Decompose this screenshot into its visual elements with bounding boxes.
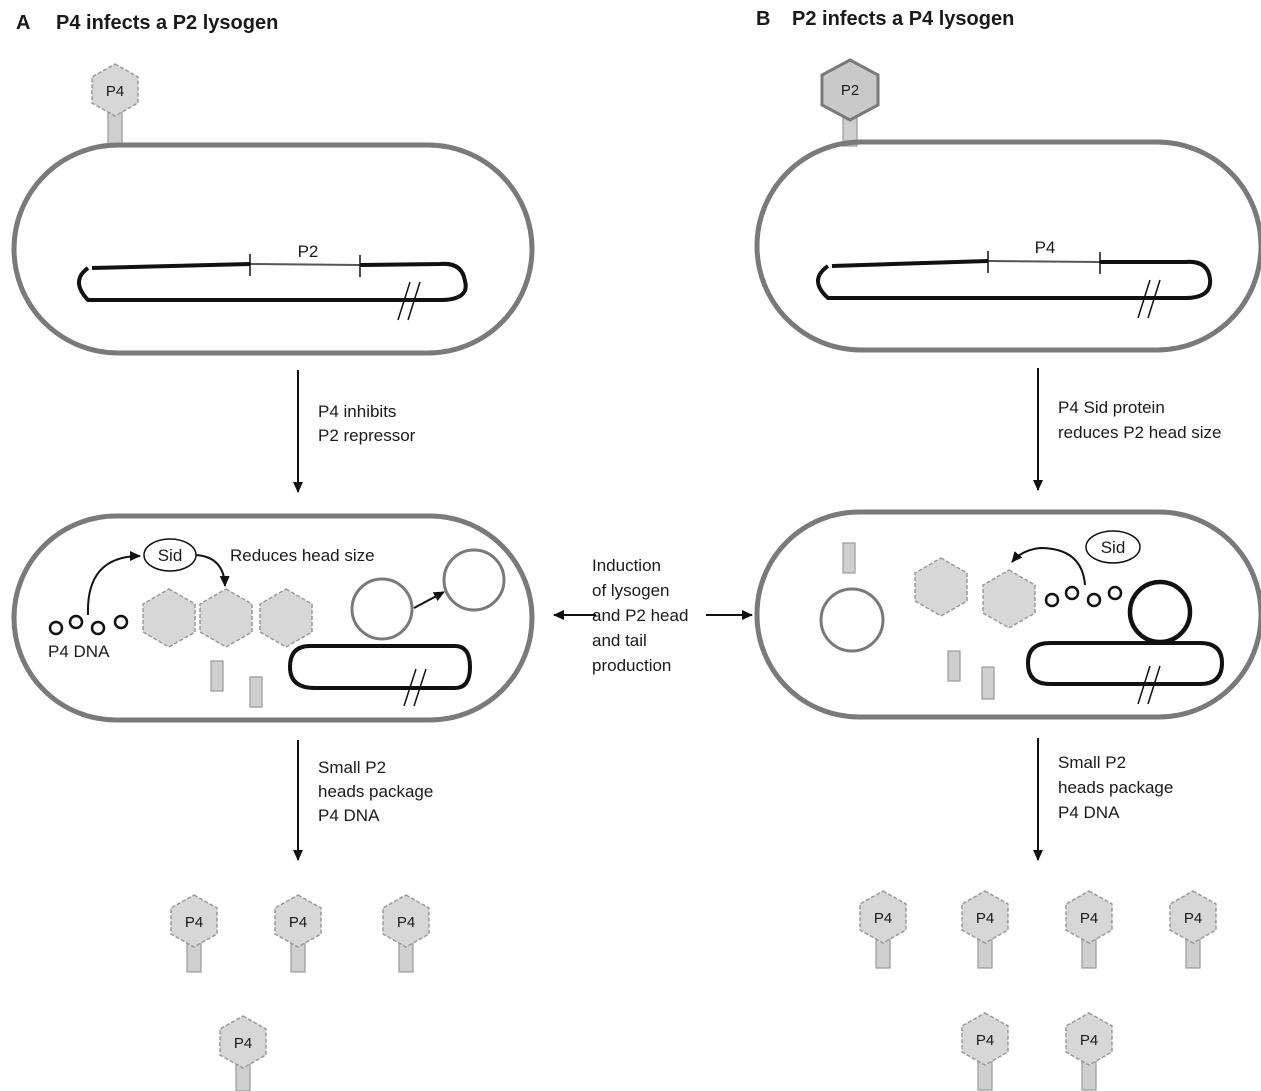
induction-line2: of lysogen <box>592 581 670 600</box>
p4-dna-circles-a <box>48 614 129 636</box>
bacterial-chromosome-a2 <box>287 644 473 707</box>
step2-b-line1: Small P2 <box>1058 753 1126 772</box>
svg-text:P4: P4 <box>976 910 994 927</box>
phage-label: P4 <box>106 83 124 100</box>
p4-plasmid-loop <box>1127 579 1193 645</box>
phage-head <box>91 63 139 117</box>
progeny-phage-a1: P4 <box>170 894 218 973</box>
step2-b-line2: heads package <box>1058 778 1173 797</box>
p2-tail-b1 <box>842 542 856 574</box>
svg-text:P4: P4 <box>976 1032 994 1049</box>
induction-line1: Induction <box>592 556 661 575</box>
panel-a-title: P4 infects a P2 lysogen <box>56 12 278 34</box>
procapsid-ring-a2 <box>442 548 506 612</box>
step1-a-line1: P4 inhibits <box>318 402 396 421</box>
p2-head-a1 <box>142 588 196 648</box>
step2-a-line3: P4 DNA <box>318 806 380 825</box>
prophage-label-b: P4 <box>1035 238 1056 257</box>
svg-text:P4: P4 <box>1080 1032 1098 1049</box>
step1-b-line2: reduces P2 head size <box>1058 423 1222 442</box>
step2-a-line1: Small P2 <box>318 758 386 777</box>
p4-dna-circles-b <box>1044 585 1123 608</box>
p2-head-b1 <box>914 557 968 617</box>
progeny-phage-b5: P4 <box>961 1012 1009 1091</box>
sid-action-arrow-b <box>1011 546 1086 586</box>
cell-top-b <box>754 139 1261 353</box>
svg-text:P4: P4 <box>1184 910 1202 927</box>
phage-label: P2 <box>841 82 859 99</box>
progeny-phage-b2: P4 <box>961 890 1009 969</box>
p2-head-b2 <box>982 569 1036 629</box>
step2-b-line3: P4 DNA <box>1058 803 1120 822</box>
svg-text:P4: P4 <box>289 914 307 931</box>
step1-a-line2: P2 repressor <box>318 426 416 445</box>
cell-middle-a <box>11 513 535 723</box>
bacterial-chromosome-b1 <box>816 251 1213 319</box>
progeny-phage-b6: P4 <box>1065 1012 1113 1091</box>
ring-arrow-a <box>413 591 445 609</box>
panel-b-letter: B <box>756 8 770 30</box>
phage-tail <box>107 111 123 147</box>
progeny-phage-b1: P4 <box>859 890 907 969</box>
sid-label-a: Sid <box>158 546 183 565</box>
prophage-label-a: P2 <box>298 242 319 261</box>
panel-b: B P2 infects a P4 lysogen P2 P4 P4 Sid p… <box>754 8 1261 1091</box>
svg-text:P4: P4 <box>234 1035 252 1052</box>
p2-head-a2 <box>199 588 253 648</box>
procapsid-ring-a1 <box>350 577 414 641</box>
svg-text:P4: P4 <box>185 914 203 931</box>
sid-protein-b <box>1085 530 1141 564</box>
induction-line3: and P2 head <box>592 606 688 625</box>
progeny-phage-a2: P4 <box>274 894 322 973</box>
phage-head <box>820 58 880 122</box>
step2-a-line2: heads package <box>318 782 433 801</box>
step1-b-line1: P4 Sid protein <box>1058 398 1165 417</box>
p2-head-a3 <box>259 588 313 648</box>
induction-line5: production <box>592 656 671 675</box>
center-induction: Induction of lysogen and P2 head and tai… <box>553 556 753 675</box>
p2-tail-b3 <box>981 666 995 700</box>
progeny-phage-a3: P4 <box>382 894 430 973</box>
svg-text:P4: P4 <box>397 914 415 931</box>
panel-a: A P4 infects a P2 lysogen P4 P2 P4 inhib… <box>11 12 535 1091</box>
induction-line4: and tail <box>592 631 647 650</box>
reduces-head-size-label: Reduces head size <box>230 546 375 565</box>
cell-middle-b <box>754 509 1261 720</box>
sid-action-arrow <box>195 554 230 587</box>
infecting-phage-p2: P2 <box>820 58 880 147</box>
progeny-phage-a4: P4 <box>219 1015 267 1091</box>
cell-top-a <box>11 142 535 356</box>
progeny-phage-b4: P4 <box>1169 890 1217 969</box>
p2-tail-a1 <box>210 660 224 692</box>
sid-label-b: Sid <box>1101 538 1126 557</box>
bacterial-chromosome-a1 <box>77 254 468 321</box>
procapsid-ring-b1 <box>819 587 885 653</box>
p2-tail-a2 <box>249 676 263 708</box>
panel-a-letter: A <box>16 12 30 34</box>
panel-b-title: P2 infects a P4 lysogen <box>792 8 1014 30</box>
progeny-phage-b3: P4 <box>1065 890 1113 969</box>
svg-text:P4: P4 <box>1080 910 1098 927</box>
infecting-phage-p4: P4 <box>91 63 139 147</box>
p4-dna-label: P4 DNA <box>48 642 110 661</box>
bacterial-chromosome-b2 <box>1025 579 1225 705</box>
sid-expression-arrow <box>86 551 141 616</box>
p2-tail-b2 <box>947 650 961 682</box>
svg-text:P4: P4 <box>874 910 892 927</box>
